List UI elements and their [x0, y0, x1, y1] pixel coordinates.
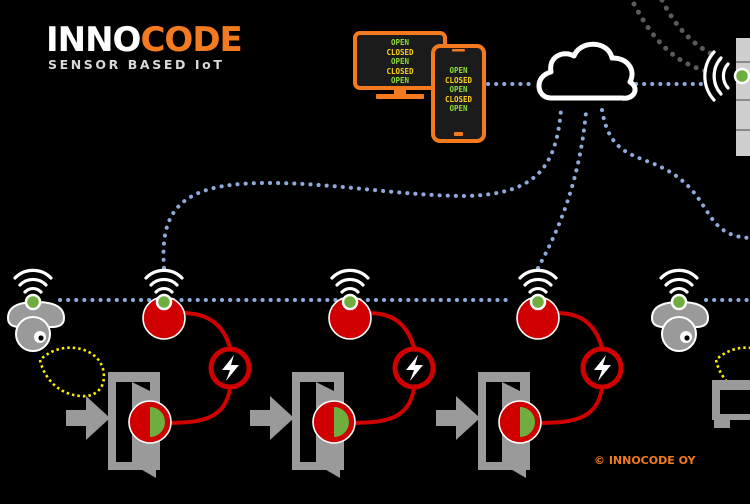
- connection-lines: [58, 0, 750, 302]
- security-camera-icon: [6, 268, 106, 398]
- status-item: CLOSED: [444, 94, 473, 104]
- logo-wordmark-code: CODE: [140, 20, 242, 60]
- lightning-bolt-icon: [208, 346, 252, 390]
- security-camera-icon: [650, 268, 750, 428]
- contact-sensor: [312, 400, 356, 444]
- wiring: [161, 311, 604, 425]
- wire: [181, 311, 232, 349]
- connection-line: [600, 108, 750, 240]
- contact-sensor: [498, 400, 542, 444]
- connection-line: [659, 0, 719, 59]
- status-item: CLOSED: [386, 47, 414, 57]
- connection-line: [161, 108, 563, 270]
- wire: [555, 311, 604, 349]
- logo-wordmark-inno: INNO: [46, 20, 141, 60]
- wire: [533, 386, 604, 425]
- logo-tagline: SENSOR BASED IoT: [48, 57, 225, 72]
- innocode-logo: INNOCODE: [46, 20, 243, 60]
- copyright-notice: © INNOCODE OY: [594, 454, 696, 467]
- wire: [367, 311, 416, 349]
- door-sensor-unit: [66, 268, 252, 478]
- contact-sensor: [128, 400, 172, 444]
- connection-line: [631, 1, 713, 75]
- door-exit-icon: [712, 380, 750, 428]
- door-sensor-unit: [250, 268, 436, 478]
- wire: [345, 386, 416, 425]
- status-item: OPEN: [449, 85, 468, 94]
- wire: [161, 386, 232, 425]
- status-item: CLOSED: [386, 66, 414, 76]
- server-icon: [703, 38, 750, 156]
- smartphone-icon: [431, 44, 486, 143]
- desktop-monitor-icon: [353, 31, 447, 99]
- lightning-bolt-icon: [392, 346, 436, 390]
- connection-line: [536, 110, 588, 270]
- status-item: OPEN: [449, 104, 468, 113]
- status-item: OPEN: [390, 76, 410, 85]
- status-item: OPEN: [390, 57, 410, 66]
- status-item: OPEN: [390, 38, 410, 47]
- status-item: OPEN: [449, 66, 468, 75]
- cloud-icon: [536, 41, 638, 101]
- door-sensor-unit: [436, 268, 624, 478]
- lightning-bolt-icon: [580, 346, 624, 390]
- status-item: CLOSED: [444, 75, 473, 85]
